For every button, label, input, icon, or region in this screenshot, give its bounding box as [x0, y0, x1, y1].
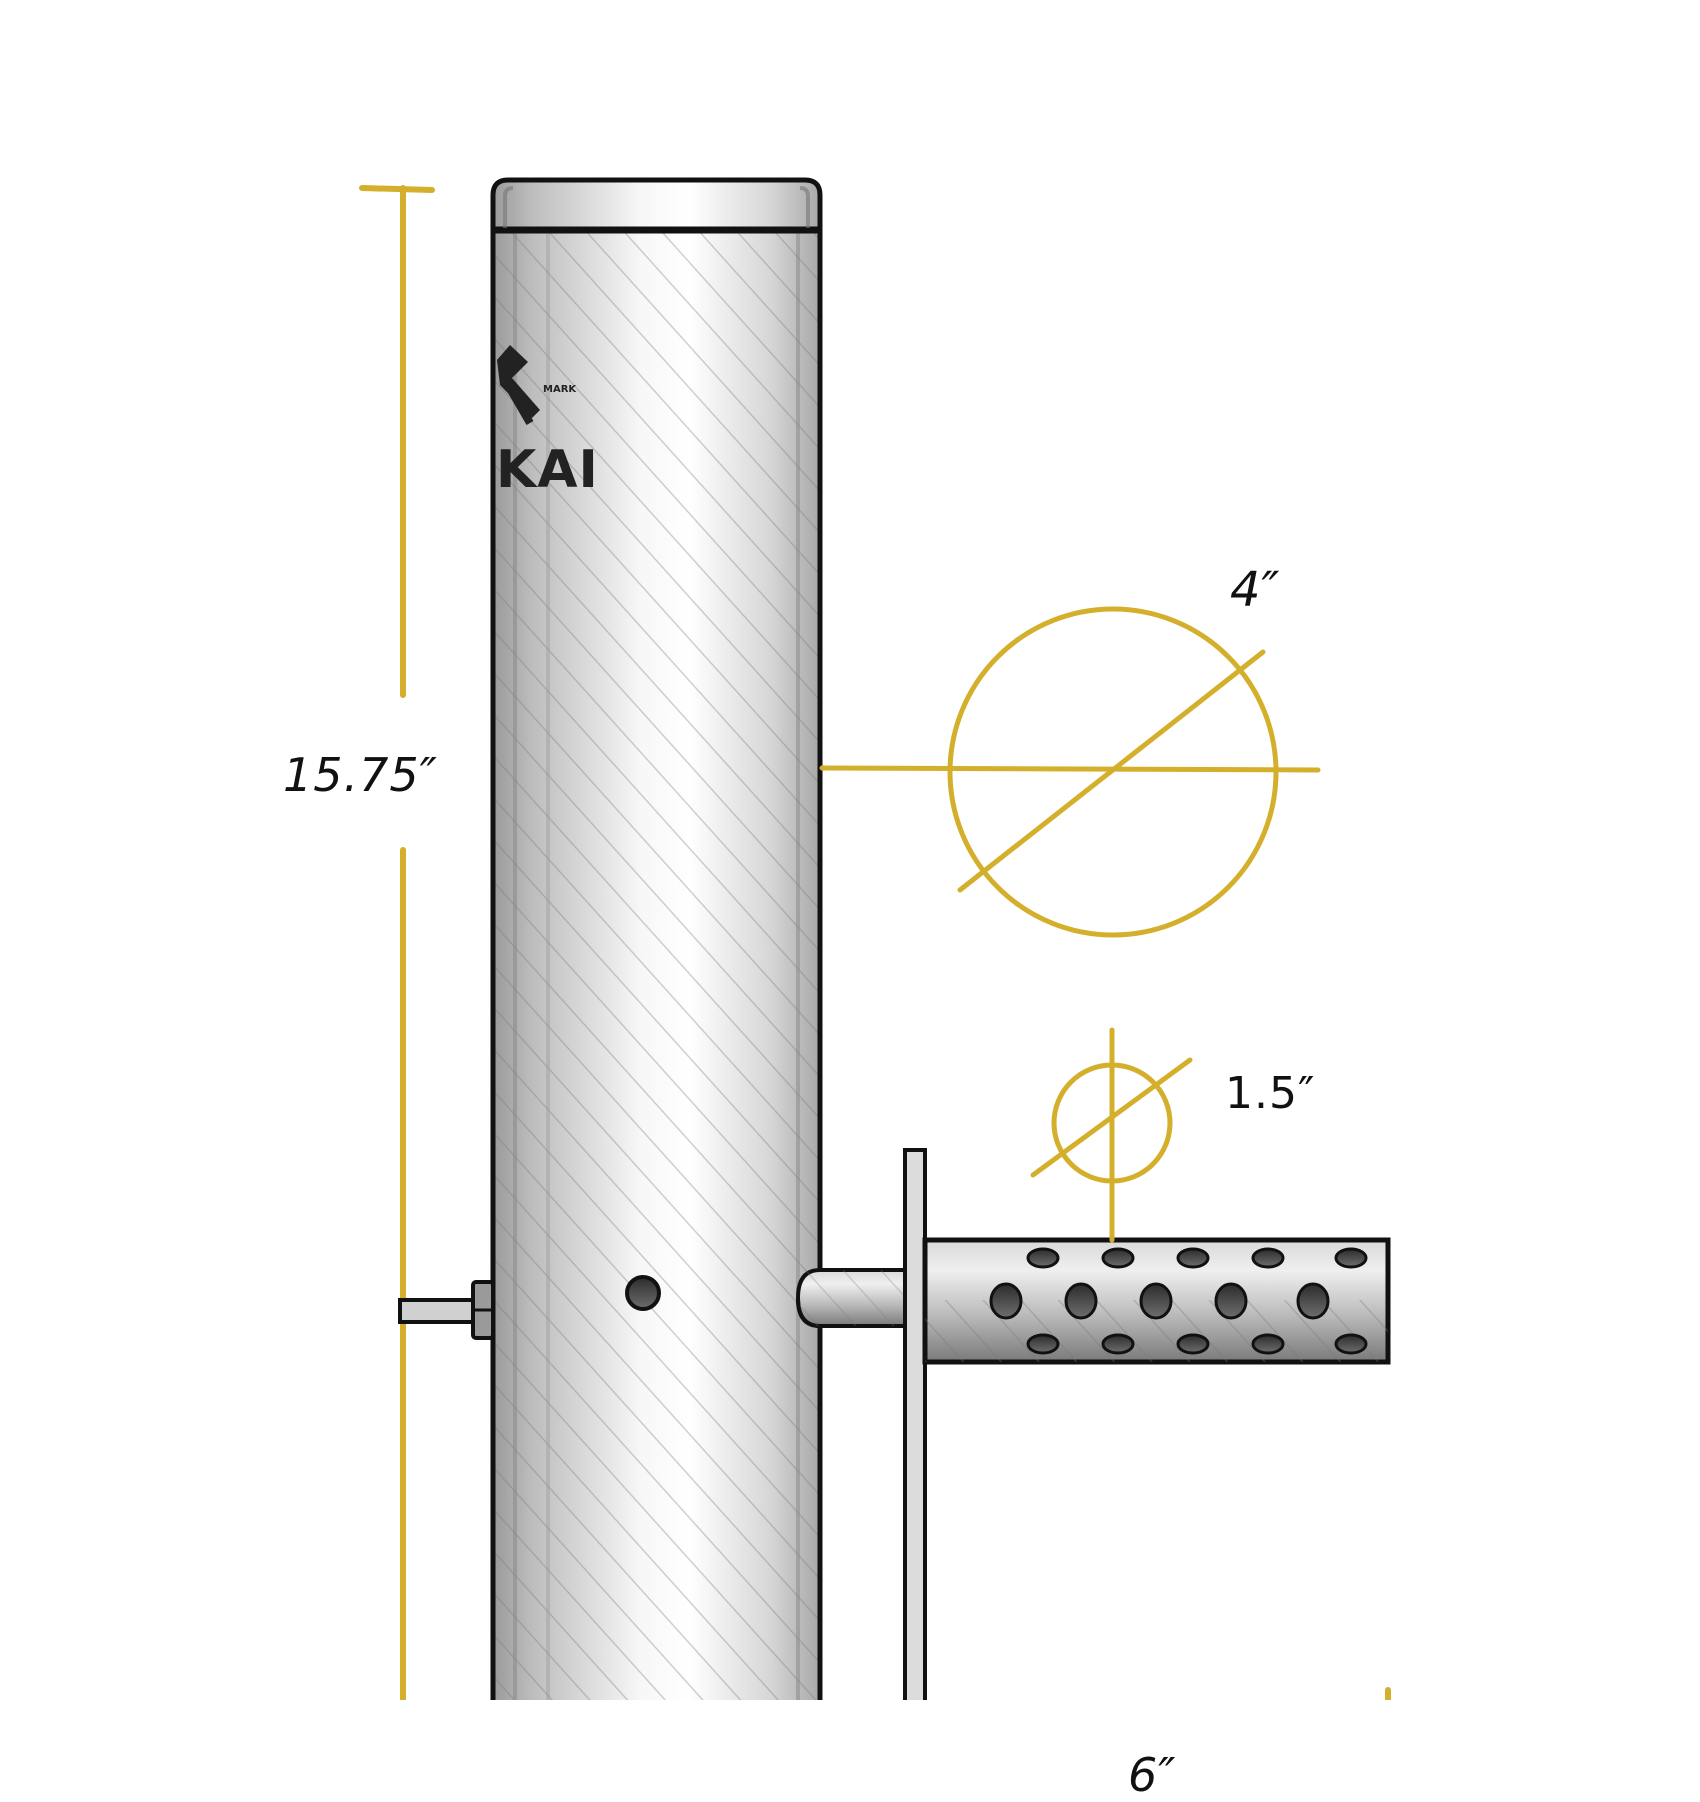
tube-length-dimension-line — [927, 1687, 1391, 1781]
side-bolt — [398, 1280, 495, 1340]
body-diameter-label: 4″ — [1230, 562, 1281, 618]
tube-diameter-symbol — [1030, 1027, 1193, 1243]
air-hole — [625, 1275, 661, 1311]
height-dimension-label: 15.75″ — [283, 748, 438, 802]
tube-length-label: 6″ — [1128, 1748, 1177, 1802]
lid — [490, 177, 823, 234]
brand-small-text: MARK — [543, 384, 577, 395]
height-dimension-line — [359, 185, 435, 1802]
body-diameter-symbol — [819, 606, 1321, 938]
diagram-canvas — [359, 177, 1391, 1802]
brand-wordmark: KAI — [496, 440, 599, 500]
perforation-holes — [989, 1247, 1368, 1355]
perforated-tube — [922, 1237, 1391, 1365]
tube-diameter-label: 1.5″ — [1225, 1068, 1316, 1119]
cylinder-body — [490, 230, 823, 1802]
axe-logo-icon — [497, 345, 540, 426]
product-dimension-diagram: MARK KAI 15.75″ 4″ 1.5″ 6″ — [283, 177, 1391, 1802]
inlet-pipe — [795, 1268, 907, 1328]
